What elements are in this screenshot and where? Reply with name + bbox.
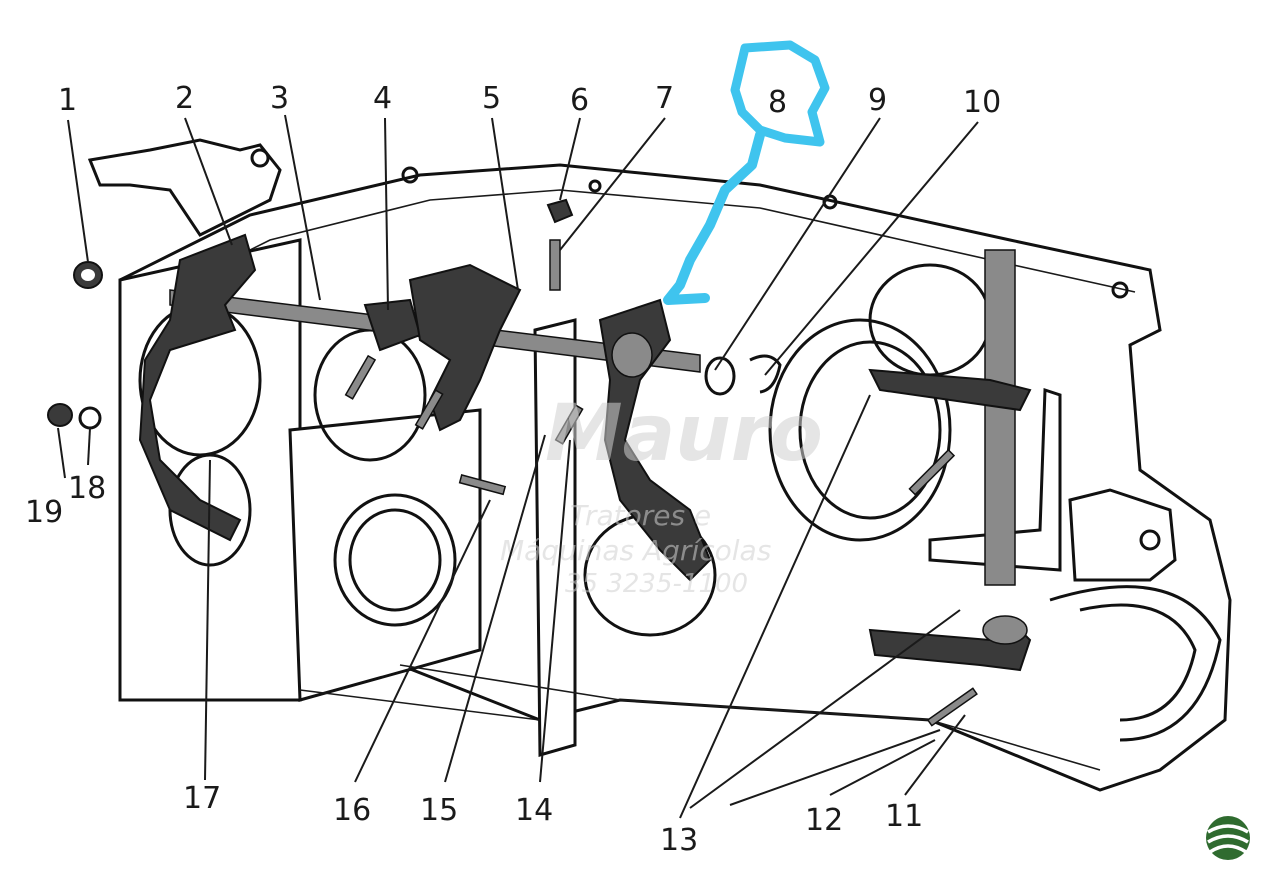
watermark-brand: Mauro	[545, 389, 823, 479]
watermark-line-3: Máquinas Agrícolas	[500, 534, 771, 567]
callout-12: 12	[805, 803, 843, 838]
leader-lines	[57, 114, 979, 819]
watermark-phone: 35 3235-1100	[565, 569, 748, 599]
highlight-outline	[730, 40, 830, 147]
callout-labels: 1 2 3 4 5 6 7 8 9 10 11 12 13 14 15 16 1…	[25, 81, 1001, 858]
callout-3: 3	[270, 81, 289, 116]
part-8-highlight	[663, 40, 830, 305]
callout-9: 9	[868, 83, 887, 118]
callout-15: 15	[420, 793, 458, 828]
leaf-wave-logo-icon	[1206, 816, 1250, 860]
callout-11: 11	[885, 799, 923, 834]
callout-1: 1	[58, 83, 77, 118]
highlight-leader	[663, 130, 765, 305]
callout-19: 19	[25, 495, 63, 530]
callout-14: 14	[515, 793, 553, 828]
small-parts	[344, 198, 1032, 727]
selector-fork-right	[598, 298, 712, 582]
callout-17: 17	[183, 781, 221, 816]
selector-fork-left	[138, 233, 257, 542]
callout-18: 18	[68, 471, 106, 506]
selector-fork-middle	[363, 263, 522, 432]
callout-2: 2	[175, 81, 194, 116]
callout-13: 13	[660, 823, 698, 858]
callout-6: 6	[570, 83, 589, 118]
callout-10: 10	[963, 85, 1001, 120]
watermark-line-2: Tratores e	[570, 499, 711, 532]
callout-4: 4	[373, 81, 392, 116]
callout-8: 8	[768, 85, 787, 120]
watermark: Mauro Tratores e Máquinas Agrícolas 35 3…	[500, 389, 823, 599]
callout-7: 7	[655, 81, 674, 116]
callout-5: 5	[482, 81, 501, 116]
callout-16: 16	[333, 793, 371, 828]
